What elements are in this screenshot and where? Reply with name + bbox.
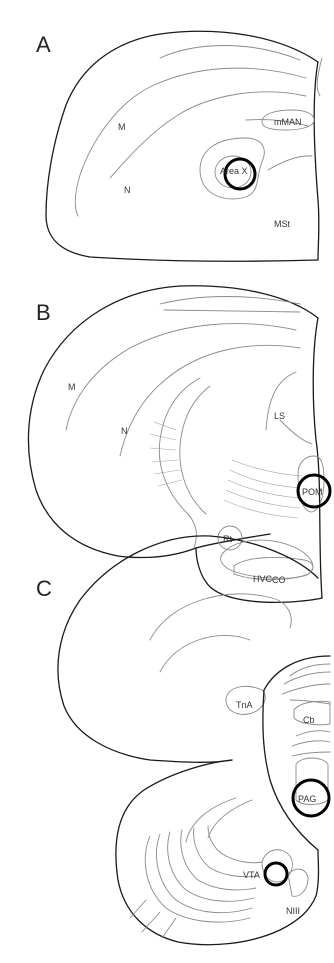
region-label-mst: MSt [274,219,291,229]
region-label-ls: LS [274,411,285,421]
panel-c: C HVC TnA Cb PA [36,536,330,945]
brainstem-outline [116,760,319,945]
region-label-n: N [124,185,131,195]
region-label-mman: mMAN [274,117,302,127]
panel-letter: C [36,576,52,601]
region-label-tna: TnA [236,700,253,710]
telencephalon-outline [58,536,318,762]
region-label-m: M [68,382,76,392]
panel-letter: B [36,300,51,325]
region-label-cb: Cb [303,715,315,725]
panel-a: A M N mMAN Area X MSt [36,31,322,261]
region-label-pag: PAG [298,794,316,804]
region-label-n: N [121,426,128,436]
region-label-niii: NIII [286,906,300,916]
panel-b: B M N LS POM Rt CO [28,286,330,603]
region-label-co: CO [272,575,286,585]
region-label-area-x: Area X [220,166,248,176]
region-label-m: M [118,122,126,132]
region-label-vta: VTA [243,870,260,880]
panel-letter: A [36,32,51,57]
region-label-pom: POM [302,487,323,497]
region-label-hvc: HVC [253,574,273,584]
